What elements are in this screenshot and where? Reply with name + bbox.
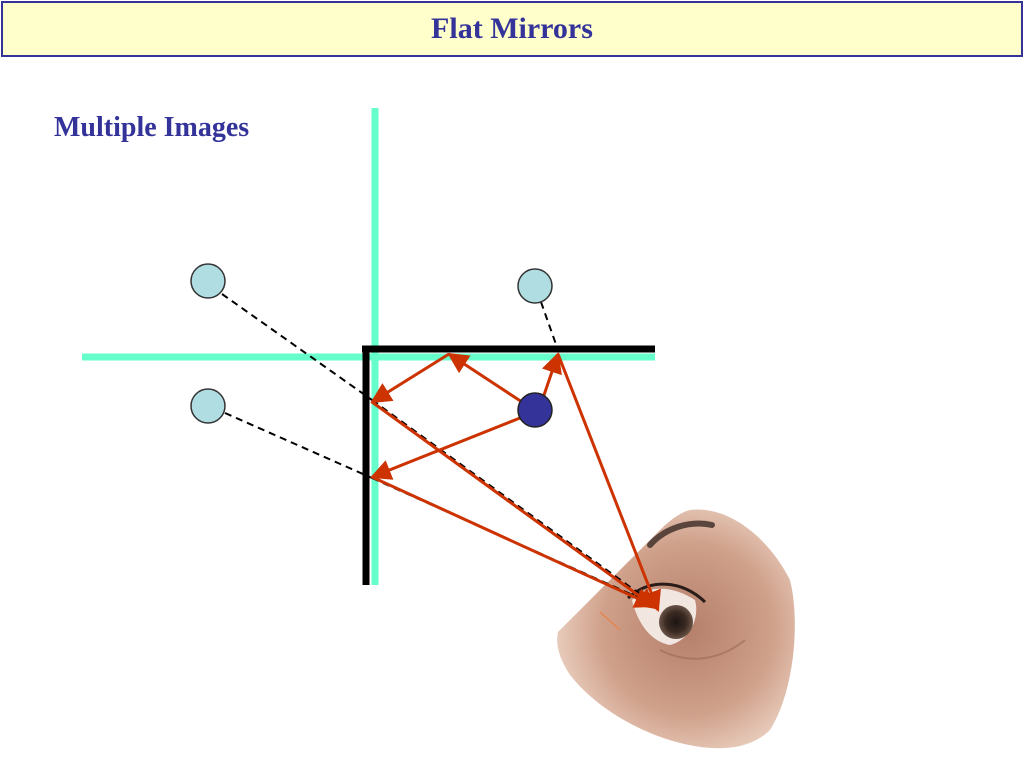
sight-line-upper-left-image xyxy=(221,293,373,401)
title-bar: Flat Mirrors xyxy=(1,1,1023,57)
ray-side-mirror-upper-to-eye xyxy=(371,400,658,610)
eye-icon xyxy=(557,509,795,749)
sight-line-lower-left-image xyxy=(224,412,373,479)
image-circle-upper-right xyxy=(517,268,553,304)
ray-hint-near-eye xyxy=(599,611,621,631)
light-rays xyxy=(370,352,661,612)
object-circle xyxy=(517,392,553,428)
ray-top-mirror-right-to-eye xyxy=(556,353,661,612)
sight-line-upper-right-image xyxy=(540,301,559,351)
ray-object-to-top-mirror-left xyxy=(447,352,523,404)
image-circle-upper-left xyxy=(190,263,226,299)
ray-object-to-top-mirror-right xyxy=(541,352,562,399)
sight-line-through-vertical-mirror-1 xyxy=(371,399,656,606)
ray-top-mirror-to-side-mirror xyxy=(370,352,450,404)
ray-side-mirror-lower-to-eye xyxy=(371,475,656,608)
page-title: Flat Mirrors xyxy=(431,12,593,45)
ray-object-to-side-mirror-lower xyxy=(370,416,521,480)
image-circle-lower-left xyxy=(190,388,226,424)
slide-subtitle: Multiple Images xyxy=(54,112,250,143)
